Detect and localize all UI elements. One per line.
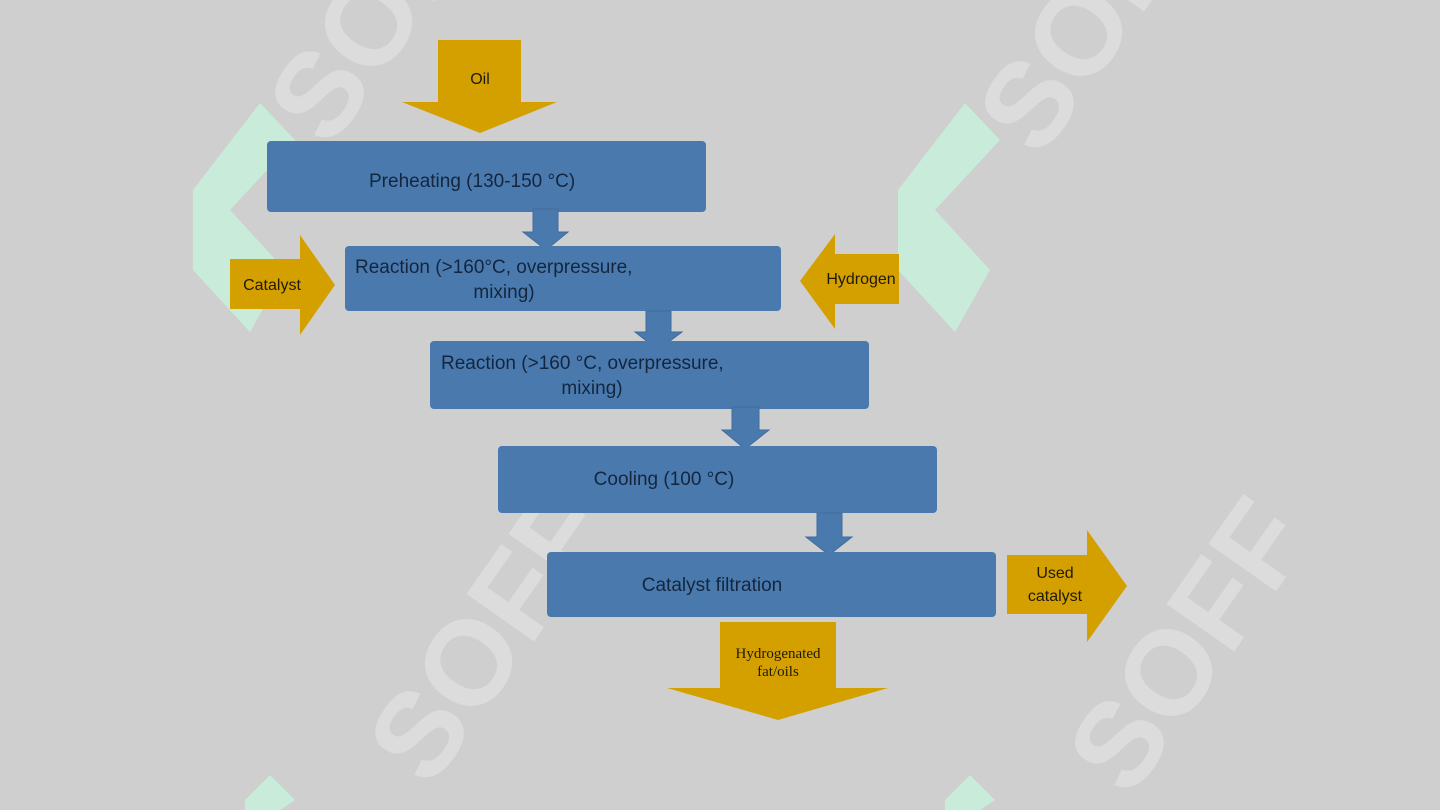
step-preheating: Preheating (130-150 °C) bbox=[267, 141, 706, 212]
step-catalyst-filtration: Catalyst filtration bbox=[547, 552, 996, 617]
connector-arrow bbox=[521, 208, 570, 251]
step-reaction-2: Reaction (>160 °C, overpressure, mixing) bbox=[430, 341, 869, 409]
svg-text:SOFF: SOFF bbox=[342, 466, 635, 805]
svg-text:Hydrogenated: Hydrogenated bbox=[736, 646, 821, 662]
svg-text:Catalyst filtration: Catalyst filtration bbox=[642, 575, 782, 596]
svg-text:SOFF: SOFF bbox=[952, 0, 1245, 175]
svg-text:Reaction (>160°C, overpressure: Reaction (>160°C, overpressure, bbox=[355, 257, 632, 278]
step-reaction-1: Reaction (>160°C, overpressure, mixing) bbox=[345, 246, 781, 311]
hydrogenated-fat-output-arrow: Hydrogenated fat/oils bbox=[667, 622, 888, 720]
svg-text:Preheating (130-150 °C): Preheating (130-150 °C) bbox=[369, 171, 575, 192]
svg-text:Oil: Oil bbox=[470, 71, 490, 88]
svg-text:Catalyst: Catalyst bbox=[243, 277, 301, 294]
svg-text:mixing): mixing) bbox=[473, 282, 534, 303]
connector-arrow bbox=[804, 512, 854, 556]
svg-text:Used: Used bbox=[1036, 565, 1073, 582]
step-cooling: Cooling (100 °C) bbox=[498, 446, 937, 513]
svg-text:Reaction (>160 °C, overpressur: Reaction (>160 °C, overpressure, bbox=[441, 353, 724, 374]
svg-text:Cooling (100 °C): Cooling (100 °C) bbox=[594, 469, 735, 490]
svg-text:mixing): mixing) bbox=[561, 378, 622, 399]
used-catalyst-output-arrow: Used catalyst bbox=[1007, 530, 1127, 642]
svg-text:fat/oils: fat/oils bbox=[757, 664, 799, 680]
oil-input-arrow: Oil bbox=[402, 40, 557, 133]
connector-arrow bbox=[720, 406, 771, 450]
hydrogen-input-arrow: Hydrogen bbox=[800, 234, 899, 329]
svg-text:catalyst: catalyst bbox=[1028, 588, 1083, 605]
catalyst-input-arrow: Catalyst bbox=[230, 235, 335, 335]
svg-text:Hydrogen: Hydrogen bbox=[826, 271, 895, 288]
svg-text:SOFF: SOFF bbox=[1042, 476, 1335, 810]
